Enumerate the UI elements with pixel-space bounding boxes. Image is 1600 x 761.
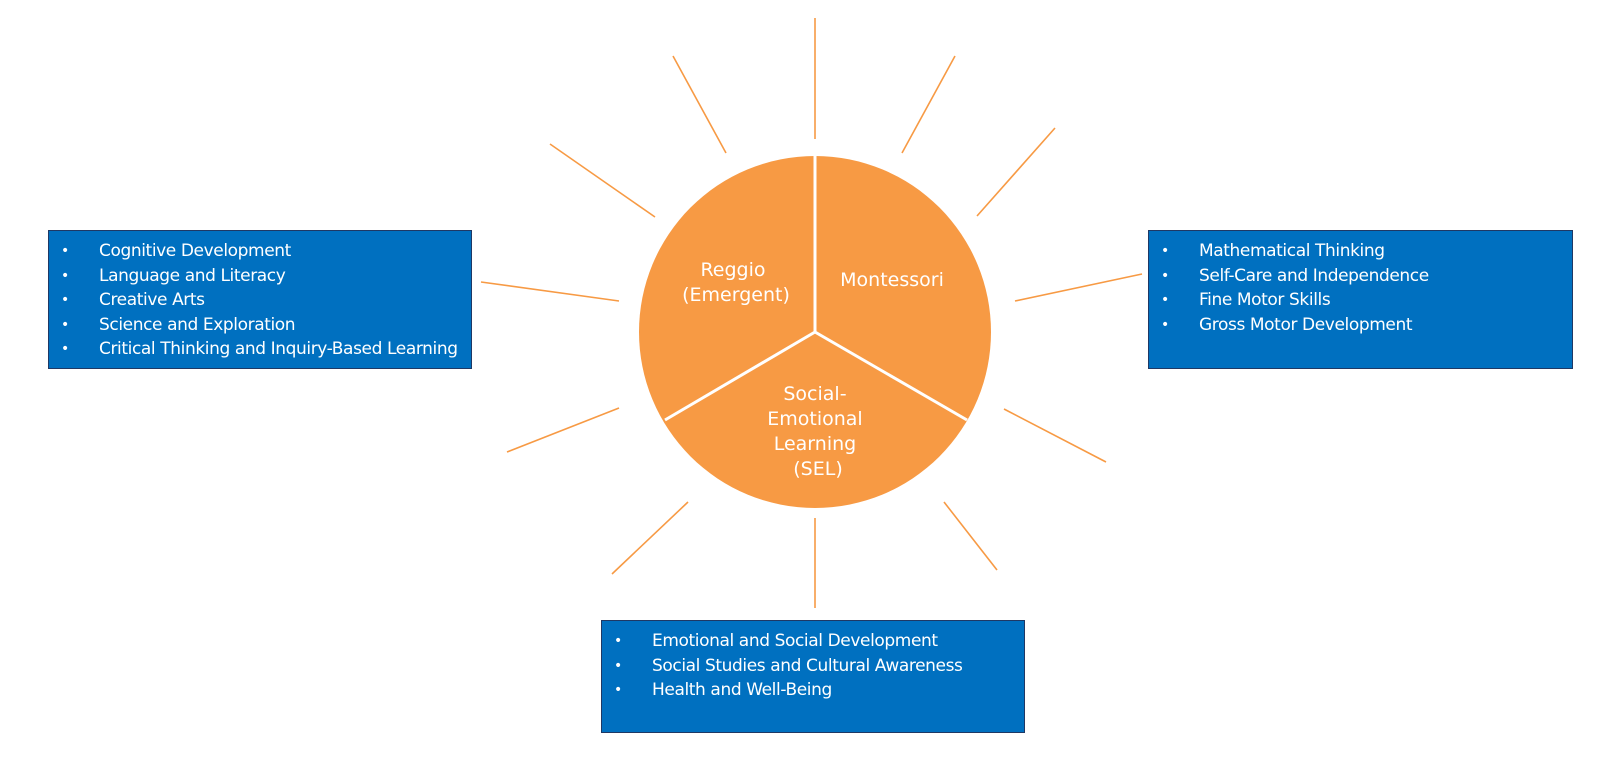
sector-label-montessori: Montessori — [840, 269, 944, 291]
list-item: • Critical Thinking and Inquiry-Based Lea… — [49, 337, 471, 362]
sun-ray — [549, 143, 656, 218]
bullet-icon: • — [61, 243, 69, 259]
sector-label-line: Reggio — [700, 259, 765, 281]
sun-ray — [611, 501, 689, 575]
sun-ray — [480, 281, 620, 302]
sector-label-reggio: Reggio (Emergent) — [682, 259, 790, 306]
sun-ray — [943, 501, 998, 571]
list-item: • Mathematical Thinking — [1149, 239, 1572, 264]
sector-label-line: (Emergent) — [682, 284, 790, 306]
list-item: • Science and Exploration — [49, 313, 471, 338]
list-item: • Gross Motor Development — [1149, 313, 1572, 338]
list-item-text: Emotional and Social Development — [652, 631, 938, 651]
sun-ray — [976, 127, 1056, 217]
list-item-text: Mathematical Thinking — [1199, 241, 1385, 261]
bullet-icon: • — [1161, 316, 1169, 333]
list-item: • Self-Care and Independence — [1149, 264, 1572, 289]
bullet-icon: • — [614, 657, 622, 674]
list-item: • Social Studies and Cultural Awareness — [602, 654, 1024, 679]
sector-label-line: (SEL) — [793, 458, 842, 480]
sun-ray — [506, 407, 620, 453]
bullet-icon: • — [61, 316, 69, 333]
bullet-icon: • — [1161, 267, 1169, 284]
list-item: • Fine Motor Skills — [1149, 288, 1572, 313]
bullet-icon: • — [61, 292, 69, 308]
list-item: • Cognitive Development — [49, 239, 471, 264]
bullet-icon: • — [614, 633, 622, 649]
list-item-text: Language and Literacy — [99, 265, 286, 286]
info-list-left: • Cognitive Development • Language and Lit… — [49, 239, 471, 362]
bullet-icon: • — [61, 267, 69, 284]
list-item-text: Health and Well-Being — [652, 680, 832, 700]
list-item: • Creative Arts — [49, 288, 471, 313]
sector-label-sel: Social- Emotional Learning (SEL) — [767, 383, 869, 480]
center-circle — [639, 156, 991, 508]
info-box-left: • Cognitive Development • Language and Lit… — [48, 230, 472, 369]
bullet-icon: • — [1161, 292, 1169, 308]
list-item: • Emotional and Social Development — [602, 629, 1024, 654]
info-box-right: • Mathematical Thinking • Self-Care and In… — [1148, 230, 1573, 369]
sector-label-line: Emotional — [767, 408, 862, 430]
list-item-text: Gross Motor Development — [1199, 314, 1413, 335]
list-item-text: Self-Care and Independence — [1199, 265, 1429, 286]
list-item-text: Cognitive Development — [99, 241, 291, 261]
sector-label-line: Social- — [783, 383, 846, 405]
list-item-text: Fine Motor Skills — [1199, 290, 1331, 310]
divider-left — [664, 330, 816, 422]
list-item-text: Science and Exploration — [99, 314, 296, 335]
sun-ray — [672, 55, 727, 154]
bullet-icon: • — [614, 682, 622, 698]
bullet-icon: • — [1161, 243, 1169, 259]
list-item-text: Critical Thinking and Inquiry-Based Lear… — [99, 339, 458, 359]
list-item-text: Creative Arts — [99, 290, 205, 310]
list-item-text: Social Studies and Cultural Awareness — [652, 655, 963, 676]
info-list-right: • Mathematical Thinking • Self-Care and In… — [1149, 239, 1572, 337]
list-item: • Health and Well-Being — [602, 678, 1024, 703]
sun-rays — [480, 18, 1143, 608]
sun-ray — [901, 55, 956, 154]
sector-label-line: Learning — [774, 433, 857, 455]
sun-ray — [1003, 408, 1107, 463]
divider-right — [814, 330, 968, 422]
bullet-icon: • — [61, 341, 69, 357]
info-box-bottom: • Emotional and Social Development • Socia… — [601, 620, 1025, 733]
list-item: • Language and Literacy — [49, 264, 471, 289]
info-list-bottom: • Emotional and Social Development • Socia… — [602, 629, 1024, 703]
sector-label-line: Montessori — [840, 269, 944, 291]
sun-ray — [1014, 273, 1143, 302]
